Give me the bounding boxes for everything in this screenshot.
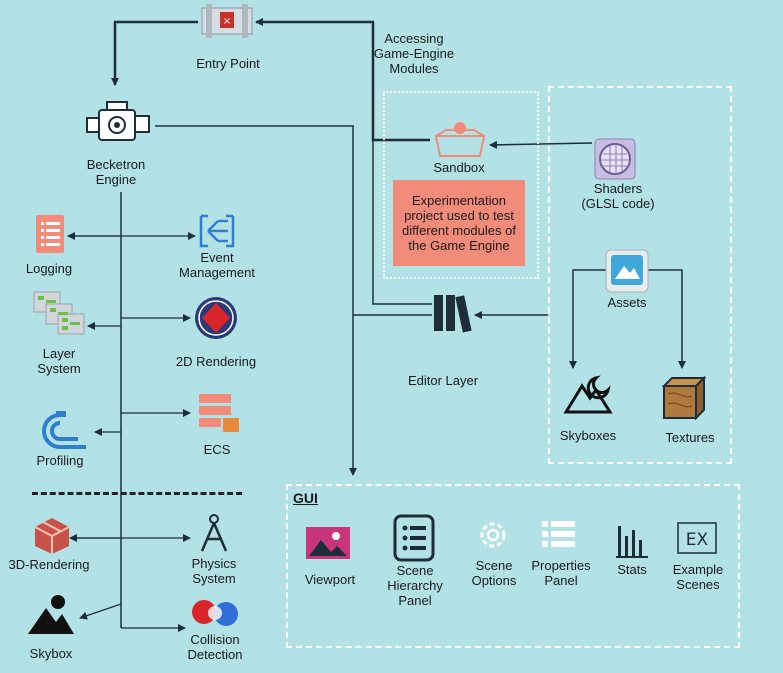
skybox-icon [28,595,74,634]
editor-to-entry-line [372,140,432,305]
layer-system-icon [33,291,85,335]
engine-label: Becketron Engine [86,157,146,187]
assets-to-skyboxes-arrow [569,269,606,369]
svg-text:EX: EX [686,530,709,550]
event-management-label: Event Management [179,250,255,280]
sandbox-icon [434,122,486,157]
textures-label: Textures [665,430,715,445]
skyboxes-icon [563,375,613,414]
rendering-2d-icon [195,297,237,339]
entry-point-label: Entry Point [196,56,260,71]
scene-options-label: Scene Options [471,558,517,588]
physics-system-icon [200,514,228,552]
textures-icon [661,376,706,420]
profiling-label: Profiling [36,453,84,468]
viewport-icon [306,527,350,559]
ecs-icon [199,394,239,432]
event-management-icon [199,214,235,248]
sandbox-to-entry-arrow [255,18,430,142]
assets-icon [605,249,649,293]
skyboxes-label: Skyboxes [559,428,617,443]
gui-group-box [286,484,740,648]
shaders-icon [594,138,636,180]
section-separator [32,492,242,495]
ecs-label: ECS [203,442,231,457]
scene-hierarchy-label: Scene Hierarchy Panel [387,563,443,608]
svg-text:×: × [223,16,231,27]
shaders-label: Shaders (GLSL code) [581,181,655,211]
engine-icon [86,101,150,141]
gui-title: GUI [293,490,318,506]
stats-icon [616,526,648,558]
collision-detection-icon [192,600,238,626]
sandbox-group-box [383,91,539,279]
assets-to-textures-arrow [648,269,686,369]
collision-detection-label: Collision Detection [187,632,243,662]
scene-hierarchy-icon [393,514,435,562]
viewport-label: Viewport [304,572,356,587]
profiling-icon [42,411,86,449]
logging-icon [36,215,64,253]
physics-system-label: Physics System [191,556,237,586]
layer-system-label: Layer System [37,346,81,376]
assets-group-box [548,86,732,464]
sandbox-label: Sandbox [433,160,485,175]
rendering-3d-icon [34,518,70,554]
skybox-label: Skybox [29,646,73,661]
example-scenes-label: Example Scenes [672,562,724,592]
editor-layer-icon [434,295,472,333]
rendering-3d-label: 3D-Rendering [8,557,90,572]
properties-panel-icon [542,521,575,547]
sandbox-description: Experimentation project used to test dif… [393,180,525,266]
logging-label: Logging [25,261,73,276]
skybox-branch [79,603,122,620]
properties-panel-label: Properties Panel [531,558,591,588]
example-scenes-icon: EX [677,522,717,554]
scene-options-icon [480,522,506,548]
entry-to-engine-arrow [111,20,198,86]
assets-label: Assets [607,295,647,310]
rendering-2d-label: 2D Rendering [175,354,257,369]
shaders-to-sandbox-arrow [489,140,593,149]
accessing-modules-label: Accessing Game-Engine Modules [373,31,455,76]
entry-point-icon: × [201,4,253,38]
editor-layer-label: Editor Layer [407,373,479,388]
engine-to-gui-arrow [155,125,357,476]
stats-label: Stats [617,562,647,577]
